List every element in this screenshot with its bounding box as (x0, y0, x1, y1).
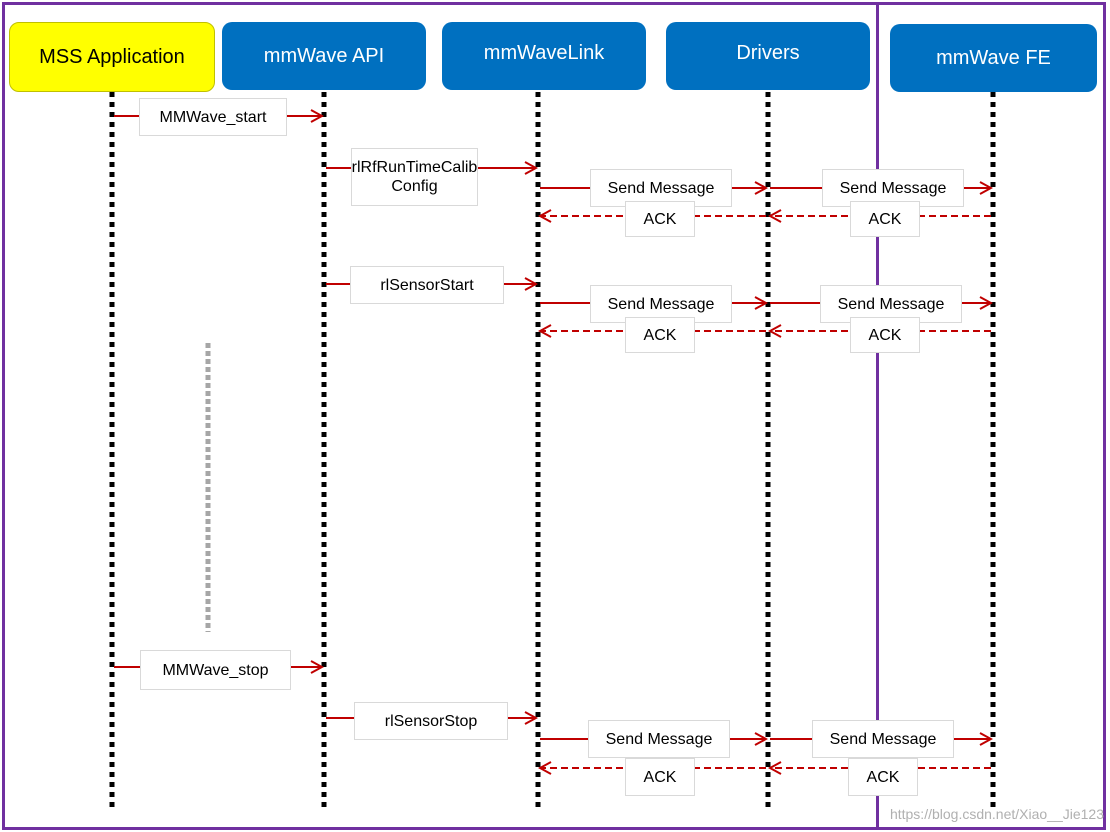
participant-mmwave-fe: mmWave FE (890, 24, 1097, 92)
msg-send-message-3b: Send Message (812, 720, 954, 758)
msg-send-message-1a: Send Message (590, 169, 732, 207)
msg-ack-2b: ACK (850, 317, 920, 353)
frame-right (876, 2, 1106, 830)
msg-sensor-stop: rlSensorStop (354, 702, 508, 740)
msg-mmwave-stop: MMWave_stop (140, 650, 291, 690)
participant-mmwave-api: mmWave API (222, 22, 426, 90)
participant-drivers: Drivers (666, 22, 870, 90)
msg-rf-runtime-calib-config: rlRfRunTimeCalib Config (351, 148, 478, 206)
msg-sensor-start: rlSensorStart (350, 266, 504, 304)
participant-mmwavelink: mmWaveLink (442, 22, 646, 90)
msg-ack-1a: ACK (625, 201, 695, 237)
msg-ack-2a: ACK (625, 317, 695, 353)
msg-send-message-3a: Send Message (588, 720, 730, 758)
watermark-text: https://blog.csdn.net/Xiao__Jie123 (889, 806, 1104, 822)
msg-ack-1b: ACK (850, 201, 920, 237)
msg-send-message-2a: Send Message (590, 285, 732, 323)
msg-ack-3a: ACK (625, 758, 695, 796)
participant-mss-application: MSS Application (9, 22, 215, 92)
msg-mmwave-start: MMWave_start (139, 98, 287, 136)
frame-left (2, 2, 879, 830)
msg-ack-3b: ACK (848, 758, 918, 796)
msg-send-message-1b: Send Message (822, 169, 964, 207)
msg-send-message-2b: Send Message (820, 285, 962, 323)
